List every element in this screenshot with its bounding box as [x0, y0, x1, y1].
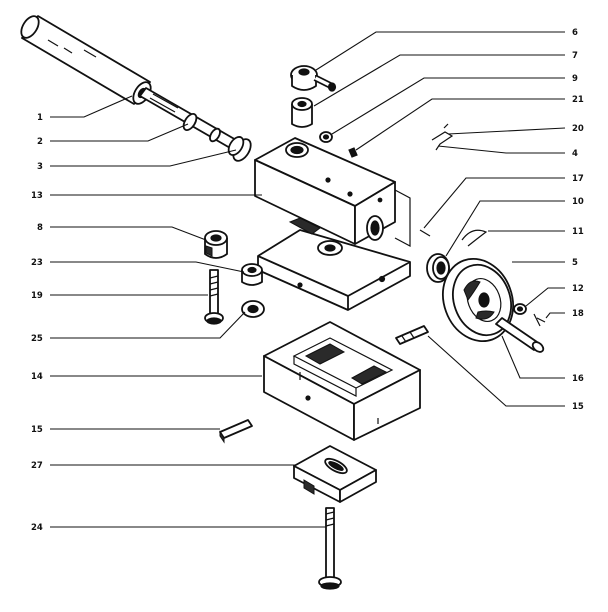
- callout-19: 19: [31, 291, 43, 301]
- part-7-lever-post: [291, 97, 313, 128]
- callout-15-left: 15: [31, 425, 43, 435]
- callout-13: 13: [31, 191, 43, 201]
- callout-1: 1: [37, 113, 43, 123]
- callout-10: 10: [572, 197, 584, 207]
- part-1-handle-tube: [20, 15, 152, 105]
- part-13-main-body: [254, 137, 411, 311]
- callout-8: 8: [37, 223, 43, 233]
- callout-21: 21: [572, 95, 584, 105]
- part-19-bolt: [204, 269, 224, 325]
- callout-7: 7: [572, 51, 578, 61]
- part-23-nut: [241, 263, 263, 286]
- part-12-washer: [513, 303, 527, 315]
- part-6-cam-lever: [290, 65, 337, 92]
- part-25-washer: [241, 300, 265, 318]
- part-15-key-left: [219, 419, 253, 444]
- part-17-pin: [419, 229, 431, 237]
- callout-20: 20: [572, 124, 584, 134]
- part-24-long-bolt: [318, 507, 342, 590]
- callout-16: 16: [572, 374, 584, 384]
- leader-lines: [50, 31, 566, 528]
- part-18-screw: [533, 313, 546, 327]
- part-21-pin: [348, 147, 358, 158]
- callout-25: 25: [31, 334, 43, 344]
- part-5-handwheel: [442, 257, 514, 343]
- callout-24: 24: [31, 523, 43, 533]
- callout-18: 18: [572, 309, 584, 319]
- callout-11: 11: [572, 227, 584, 237]
- part-15-dowel-pin-right: [395, 325, 429, 345]
- callout-12: 12: [572, 284, 584, 294]
- callout-27: 27: [31, 461, 43, 471]
- callout-3: 3: [37, 162, 43, 172]
- callout-14: 14: [31, 372, 43, 382]
- callout-4: 4: [572, 149, 578, 159]
- part-11-spring: [461, 229, 488, 247]
- callout-15-right: 15: [572, 402, 584, 412]
- part-27-clamp-shoe: [293, 445, 377, 503]
- part-9-nut: [319, 131, 333, 143]
- part-16-handle-pin: [495, 317, 545, 353]
- callout-5: 5: [572, 258, 578, 268]
- part-14-base-block: [263, 321, 421, 441]
- part-8-bushing: [204, 230, 228, 259]
- callout-23: 23: [31, 258, 43, 268]
- callout-9: 9: [572, 74, 578, 84]
- callout-2: 2: [37, 137, 43, 147]
- callout-17: 17: [572, 174, 584, 184]
- callout-labels: 1 2 3 13 8 23 19 25 14 15 27 24 6 7 9 21…: [31, 28, 584, 533]
- part-10-threaded-collar: [426, 253, 450, 283]
- callout-6: 6: [572, 28, 578, 38]
